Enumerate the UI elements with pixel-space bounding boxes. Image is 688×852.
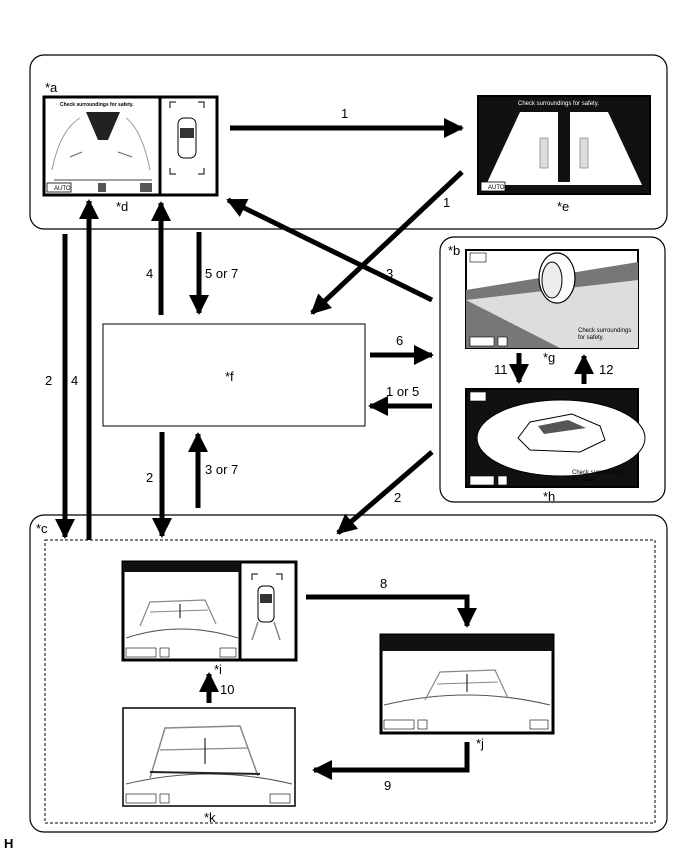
label-e: *e (557, 199, 569, 214)
arrow-label-3: 3 (386, 266, 393, 281)
arrow-label-5or7: 5 or 7 (205, 266, 238, 281)
label-c: *c (36, 521, 48, 536)
group-a-box (29, 54, 668, 230)
arrow-label-1-diagonal: 1 (443, 195, 450, 210)
arrow-label-1-top: 1 (341, 106, 348, 121)
screen-d-message: Check surroundings for safety. (60, 102, 134, 108)
box-f (102, 323, 366, 427)
label-h: *h (543, 489, 555, 504)
label-k: *k (204, 810, 216, 825)
label-d: *d (116, 199, 128, 214)
arrow-label-12: 12 (599, 362, 613, 377)
screen-e: Check surroundings for safety. AUTO (477, 95, 651, 195)
screen-g: Check surroundings for safety. (465, 249, 639, 349)
label-i: *i (214, 662, 222, 677)
screen-h-message-1: Check surroundings (572, 470, 625, 476)
label-a: *a (45, 80, 58, 95)
arrow-label-11: 11 (494, 362, 508, 377)
arrow-8-i-to-j (306, 594, 477, 628)
screen-k (122, 707, 296, 807)
arrow-label-2-center: 2 (146, 470, 153, 485)
label-f: *f (225, 369, 234, 384)
group-b-box (439, 236, 666, 503)
arrow-1-e-to-f (310, 170, 464, 315)
arrow-label-8: 8 (380, 576, 387, 591)
screen-j (379, 633, 555, 735)
arrow-label-2-left: 2 (45, 373, 52, 388)
label-b: *b (448, 243, 460, 258)
arrow-label-1or5: 1 or 5 (386, 384, 419, 399)
label-g: *g (543, 350, 555, 365)
corner-mark: H (4, 836, 13, 851)
arrow-label-3or7: 3 or 7 (205, 462, 238, 477)
screen-g-message-1: Check surroundings (578, 328, 631, 334)
arrow-label-6: 6 (396, 333, 403, 348)
arrow-label-10: 10 (220, 682, 234, 697)
screen-d-auto: AUTO (54, 186, 71, 192)
arrow-label-9: 9 (384, 778, 391, 793)
arrow-label-2-right: 2 (394, 490, 401, 505)
screen-h: Check surroundings for safety. (465, 388, 646, 488)
arrow-3-g-to-d (226, 197, 434, 303)
screen-e-auto: AUTO (488, 185, 505, 191)
arrow-2-h-to-c (336, 450, 434, 535)
screen-g-message-2: for safety. (578, 335, 604, 341)
arrow-9-j-to-k (312, 742, 470, 780)
screen-d: Check surroundings for safety. AUTO (42, 95, 219, 197)
group-c-dashed-region (44, 539, 656, 824)
arrow-label-4-center: 4 (146, 266, 153, 281)
screen-h-message-2: for safety. (572, 477, 598, 483)
screen-i (121, 560, 298, 662)
screen-e-message: Check surroundings for safety. (518, 101, 599, 107)
arrow-label-4-left: 4 (71, 373, 78, 388)
label-j: *j (476, 736, 484, 751)
